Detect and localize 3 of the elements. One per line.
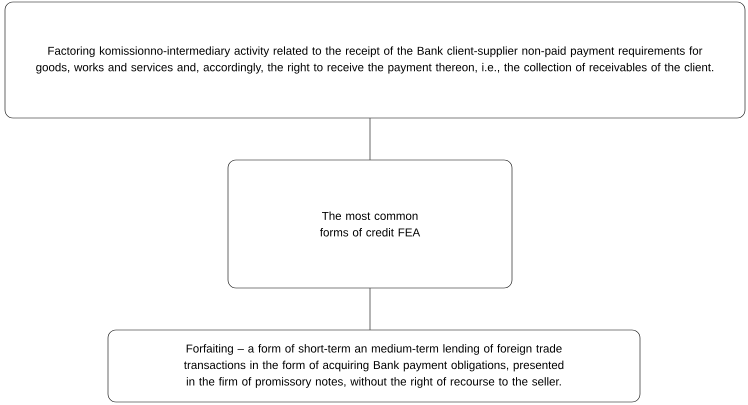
text-box: The most common forms of credit FEA [228,160,512,288]
text-box: Factoring komissionno-intermediary activity related to the receipt of the Bank client-supplier non-paid payment requirements for goods, works and services and, accordingly, the right to receive the payment thereon, i.e., the collection of receivables of the client. [4,2,746,118]
text-box: Forfaiting – a form of short-term an medium-term lending of foreign trade transactions in the form of acquiring Bank payment obligations, presented in the firm of promissory notes, without the right of recourse to the seller. [108,330,640,402]
